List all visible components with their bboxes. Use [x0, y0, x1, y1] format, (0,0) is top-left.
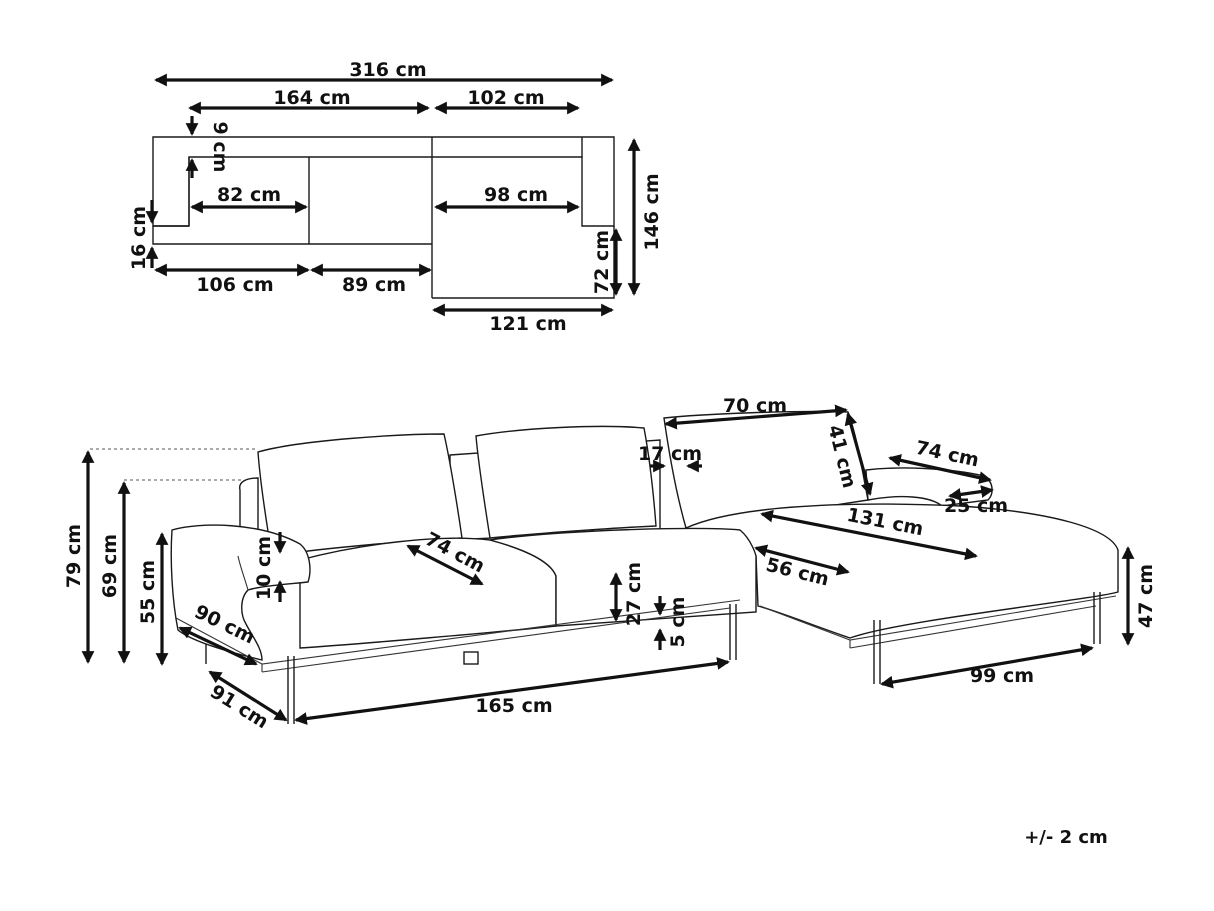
label-right-section: 102 cm	[467, 87, 544, 109]
label-arm-thickness: 10 cm	[253, 536, 275, 600]
arrow-chaise-leg-width	[880, 643, 1094, 689]
label-middle-bottom: 89 cm	[342, 274, 406, 296]
top-view-outline	[152, 136, 615, 299]
arrow-seat-depth	[406, 544, 484, 586]
label-chaise-leg-width: 99 cm	[970, 665, 1034, 687]
arrow-chaise-depth	[754, 544, 850, 576]
label-back-thickness: 17 cm	[638, 443, 702, 465]
label-seat-height: 47 cm	[1135, 564, 1157, 628]
arrow-arm-depth	[178, 626, 258, 666]
arrow-arm-width	[948, 485, 994, 501]
label-arm-depth: 16 cm	[128, 206, 150, 270]
label-sofa-width: 165 cm	[475, 695, 552, 717]
arrow-back-height	[844, 412, 874, 496]
label-back-width: 70 cm	[723, 395, 787, 417]
arrow-back-width	[664, 404, 848, 430]
top-view: 316 cm 164 cm 102 cm 9 cm 82 cm 98 cm 14…	[128, 59, 663, 335]
label-chaise-extension: 72 cm	[591, 230, 613, 294]
label-chaise-width: 121 cm	[489, 313, 566, 335]
label-left-bottom: 106 cm	[196, 274, 273, 296]
tolerance-note: +/- 2 cm	[1024, 827, 1108, 848]
label-total-width: 316 cm	[349, 59, 426, 81]
perspective-view: 70 cm 41 cm 17 cm 74 cm 25 cm 131 cm 74 …	[63, 395, 1157, 733]
arrow-total-depth	[208, 670, 288, 722]
label-backrest-depth: 9 cm	[209, 122, 231, 173]
label-cushion-thickness: 27 cm	[623, 562, 645, 626]
arrow-chaise-length	[760, 509, 978, 561]
label-cushion-height: 69 cm	[99, 534, 121, 598]
label-total-height: 79 cm	[63, 524, 85, 588]
label-right-seat: 98 cm	[484, 184, 548, 206]
arrow-arm-length	[888, 454, 992, 484]
label-left-seat: 82 cm	[217, 184, 281, 206]
label-depth: 146 cm	[641, 173, 663, 250]
label-arm-height: 55 cm	[137, 560, 159, 624]
label-leg-clearance: 5 cm	[667, 597, 689, 648]
label-left-section: 164 cm	[273, 87, 350, 109]
label-arm-width: 25 cm	[944, 495, 1008, 517]
arrow-sofa-width	[294, 657, 730, 725]
